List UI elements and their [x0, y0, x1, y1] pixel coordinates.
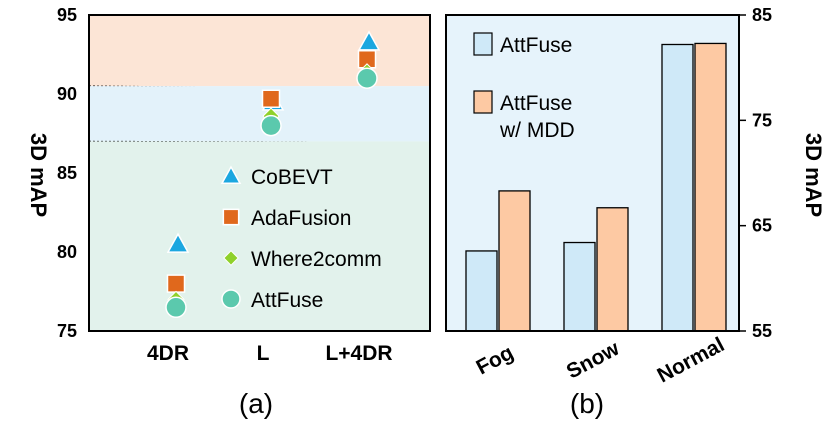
a-marker-attfuse [260, 114, 282, 137]
a-y-axis-label: 3D mAP [26, 133, 51, 217]
b-bar-attfuse-mdd [596, 207, 629, 332]
b-x-tick-label: Snow [563, 337, 624, 384]
b-x-tick-label: Normal [654, 333, 729, 387]
b-y-tick-label: 55 [752, 321, 772, 341]
legend-marker-adafusion [222, 208, 240, 226]
legend-label-where2comm: Where2comm [251, 248, 382, 271]
a-background-bands [88, 15, 431, 331]
b-y-tick-label: 65 [752, 216, 772, 236]
a-plot-frame [88, 14, 431, 332]
b-plot-frame [445, 14, 740, 332]
a-marker-attfuse [165, 296, 187, 319]
b-bar-attfuse-mdd [694, 42, 727, 332]
b-y-axis-label: 3D mAP [801, 133, 826, 217]
a-y-tick-label: 80 [57, 242, 77, 262]
a-x-tick-label: L [257, 342, 270, 365]
b-legend-swatch [473, 32, 493, 56]
a-marker-adafusion [166, 274, 186, 293]
a-y-tick-label: 90 [57, 84, 77, 104]
a-markers [165, 30, 381, 319]
a-marker-cobevt [166, 232, 190, 253]
b-caption: (b) [570, 388, 604, 419]
a-y-tick-label: 95 [57, 5, 77, 25]
legend-marker-attfuse [221, 289, 241, 309]
legend-label-attfuse: AttFuse [251, 289, 323, 312]
legend-label-adafusion: AdaFusion [251, 207, 351, 230]
b-bar-attfuse [563, 241, 596, 332]
b-bars [465, 42, 727, 332]
a-x-tick-label: L+4DR [325, 342, 392, 365]
a-band [89, 86, 430, 142]
b-legend-label: AttFuse [500, 34, 572, 57]
b-legend-label: AttFuse [500, 92, 572, 115]
a-caption: (a) [239, 388, 273, 419]
a-marker-attfuse [356, 67, 378, 89]
b-y-ticks: 55 65 75 85 [739, 5, 772, 341]
a-band [89, 141, 430, 331]
b-bar-attfuse [465, 250, 498, 332]
a-marker-adafusion [261, 89, 281, 108]
a-y-tick-label: 85 [57, 163, 77, 183]
legend-marker-where2comm [223, 250, 239, 266]
a-marker-cobevt [357, 30, 381, 51]
b-x-tick-label: Fog [473, 341, 518, 379]
legend-label-cobevt: CoBEVT [251, 166, 333, 189]
b-bar-attfuse [661, 43, 694, 332]
b-legend-label: w/ MDD [499, 119, 575, 142]
b-x-ticks: Fog Snow Normal [473, 333, 729, 387]
b-legend-swatch [473, 90, 493, 114]
b-bar-attfuse-mdd [498, 190, 531, 332]
b-y-tick-label: 75 [752, 110, 772, 130]
a-x-tick-label: 4DR [147, 342, 189, 365]
b-y-tick-label: 85 [752, 5, 772, 25]
legend-marker-cobevt [220, 165, 242, 184]
a-y-tick-label: 75 [57, 321, 77, 341]
a-x-ticks: 4DR L L+4DR [147, 342, 393, 365]
a-y-ticks: 75 80 85 90 95 [57, 5, 77, 341]
